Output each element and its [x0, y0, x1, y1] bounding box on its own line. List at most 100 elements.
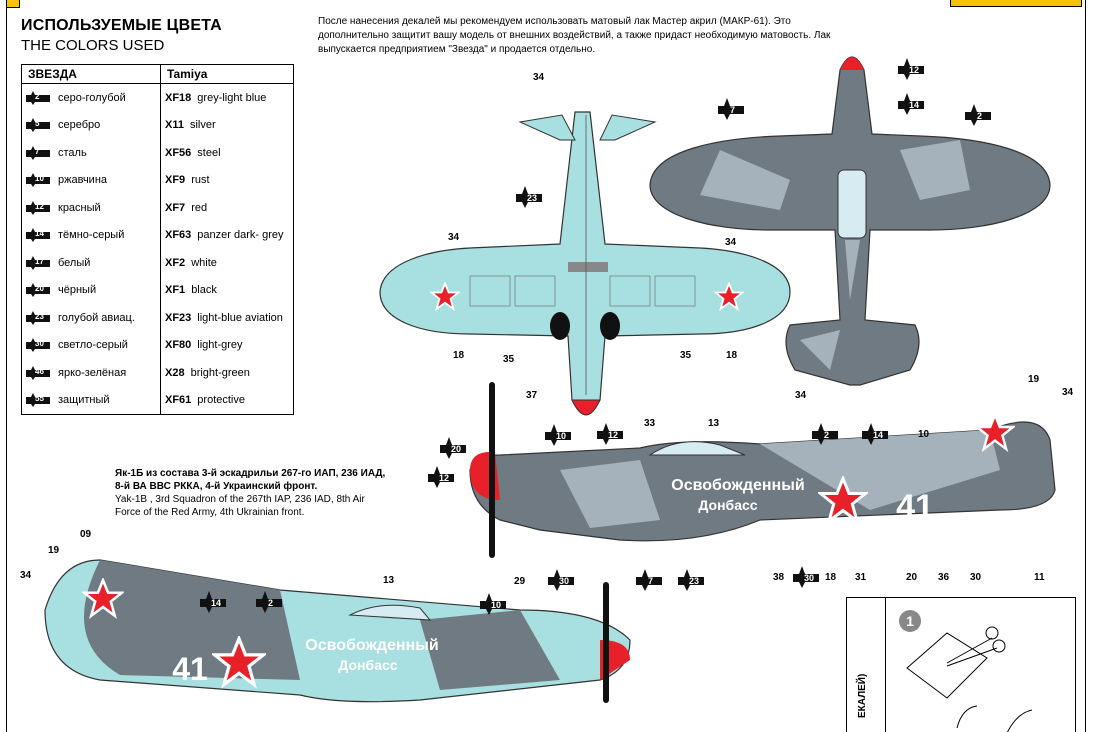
zvezda-cell: 17 белый	[21, 249, 161, 277]
tail-number-2: 41	[172, 651, 208, 687]
tamiya-code: XF1	[165, 284, 186, 297]
paint-number: 12	[35, 201, 44, 211]
callout-10-a: 10	[918, 429, 930, 440]
callout-34-c: 34	[725, 237, 737, 248]
nose-slogan-4: Донбасс	[338, 657, 397, 673]
badge-14-side: 14	[873, 430, 883, 440]
paint-number: 17	[35, 256, 44, 266]
badge-12-bottom: 12	[608, 430, 618, 440]
tamiya-code: XF61	[165, 394, 192, 407]
caption-ru-2: 8-й ВА ВВС РККА, 4-й Украинский фронт.	[115, 481, 318, 492]
tamiya-code: XF63	[165, 229, 192, 242]
paint-name-ru: чёрный	[58, 284, 97, 297]
callout-30-a: 30	[970, 572, 982, 583]
callout-33: 33	[644, 418, 656, 429]
callout-38: 38	[773, 572, 785, 583]
star-badge-icon: 12	[26, 200, 50, 215]
star-badge-icon: 46	[26, 365, 50, 380]
paint-number: 55	[35, 394, 44, 404]
callout-34-d: 34	[795, 390, 807, 401]
callout-36: 36	[938, 572, 950, 583]
star-badge-icon: 23	[26, 310, 50, 325]
callout-29: 29	[514, 576, 526, 587]
tamiya-code: XF7	[165, 201, 186, 214]
tamiya-name: steel	[197, 146, 221, 159]
paint-name-ru: сталь	[58, 146, 87, 159]
caption-en-2: Force of the Red Army, 4th Ukrainian fro…	[115, 507, 305, 518]
tamiya-code: X11	[165, 119, 184, 132]
callout-18-a: 18	[453, 350, 465, 361]
callout-11: 11	[1034, 572, 1045, 583]
badge-12-side: 12	[439, 473, 449, 483]
badge-12-top: 12	[909, 65, 919, 75]
badge-20-side: 20	[451, 444, 461, 454]
paint-name-ru: белый	[58, 256, 91, 269]
paint-number: 46	[35, 366, 44, 376]
star-badge-icon: 55	[26, 393, 50, 408]
callout-20-a: 20	[906, 572, 918, 583]
side-view-2: Освобожденный Донбасс 41	[44, 559, 631, 703]
zvezda-cell: 7 сталь	[21, 139, 161, 167]
star-badge-icon: 2	[26, 90, 50, 105]
paint-name-ru: ржавчина	[58, 174, 108, 187]
title-en: THE COLORS USED	[21, 37, 165, 54]
star-badge-icon: 7	[26, 145, 50, 160]
callout-19-a: 19	[1028, 374, 1040, 385]
col-header-zvezda: ЗВЕЗДА	[21, 64, 161, 84]
badge-7-side: 7	[648, 576, 653, 586]
callout-badges: 12 14 7 2 23 12 20 12 10 2 14 30 7 23 30…	[200, 58, 991, 615]
bottom-view	[379, 111, 791, 416]
paint-number: 7	[35, 146, 40, 156]
tamiya-name: light-grey	[197, 339, 243, 352]
corner-tab	[6, 0, 20, 8]
tamiya-cell: XF56 steel	[161, 139, 294, 167]
zvezda-cell: 2 серо-голубой	[21, 83, 161, 112]
paint-name-ru: голубой авиац.	[58, 311, 135, 324]
tamiya-code: X28	[165, 366, 185, 379]
tamiya-name: red	[191, 201, 208, 214]
badge-30-side-b: 30	[804, 573, 814, 583]
tail-number-1: 41	[896, 488, 934, 526]
tamiya-code: XF9	[165, 174, 186, 187]
corner-tab-right	[950, 0, 1082, 7]
tamiya-name: protective	[197, 394, 245, 407]
callout-18-b: 18	[726, 350, 738, 361]
badge-2-top: 2	[977, 111, 982, 121]
badge-2-side2: 2	[268, 598, 273, 608]
badge-10-side2: 10	[491, 600, 501, 610]
badge-14-top: 14	[909, 100, 919, 110]
star-badge-icon: 5	[26, 118, 50, 133]
nose-slogan-2: Донбасс	[698, 497, 757, 513]
callout-13-b: 13	[383, 575, 395, 586]
paint-name-ru: серо-голубой	[58, 91, 126, 104]
paint-number: 23	[35, 311, 44, 321]
step-number: 1	[899, 610, 921, 632]
paint-name-ru: светло-серый	[58, 339, 128, 352]
nose-slogan-3: Освобожденный	[305, 637, 438, 654]
callout-34-b: 34	[448, 232, 460, 243]
callout-19-b: 19	[48, 545, 60, 556]
paint-number: 5	[35, 119, 40, 129]
callout-37: 37	[526, 390, 538, 401]
tamiya-code: XF56	[165, 146, 192, 159]
badge-23-bottom: 23	[527, 193, 537, 203]
